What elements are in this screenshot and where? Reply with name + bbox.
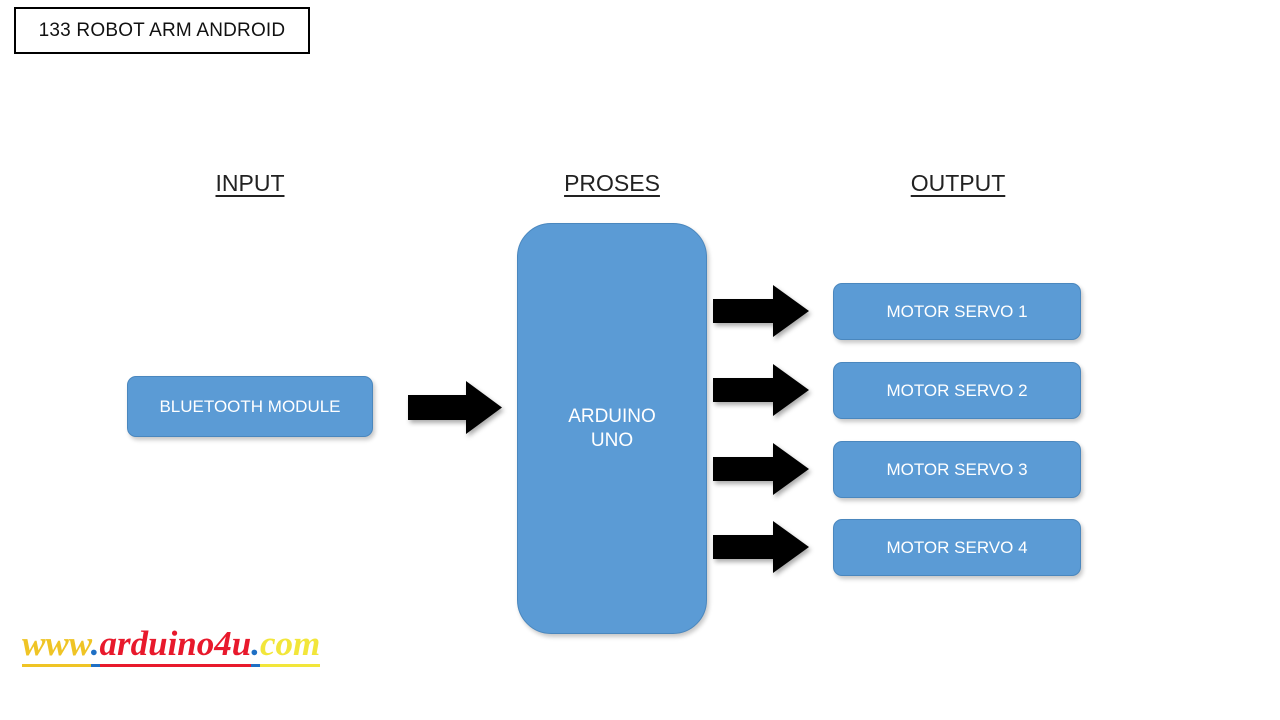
block-motor-servo-3: MOTOR SERVO 3 [833, 441, 1081, 498]
block-motor-servo-1: MOTOR SERVO 1 [833, 283, 1081, 340]
column-header-input: INPUT [215, 170, 285, 196]
right-arrow-icon [713, 364, 809, 416]
block-arduino-uno-label-line2: UNO [590, 429, 634, 451]
right-arrow-icon [713, 285, 809, 337]
watermark-part-www: www [22, 624, 91, 667]
block-motor-servo-2-label: MOTOR SERVO 2 [886, 380, 1028, 400]
block-bluetooth-module-label: BLUETOOTH MODULE [159, 396, 341, 416]
block-motor-servo-4-label: MOTOR SERVO 4 [886, 537, 1028, 557]
column-header-proses: PROSES [564, 170, 660, 196]
block-motor-servo-1-label: MOTOR SERVO 1 [886, 301, 1028, 321]
column-header-output: OUTPUT [910, 170, 1006, 196]
block-arduino-uno: ARDUINO UNO [517, 223, 707, 634]
page-title: 133 ROBOT ARM ANDROID [38, 19, 286, 41]
block-motor-servo-2: MOTOR SERVO 2 [833, 362, 1081, 419]
watermark: www.arduino4u.com [22, 624, 321, 667]
watermark-dot-1: . [90, 624, 100, 667]
right-arrow-icon [713, 521, 809, 573]
block-motor-servo-3-label: MOTOR SERVO 3 [886, 459, 1028, 479]
right-arrow-icon [713, 443, 809, 495]
watermark-part-tld: com [260, 624, 321, 667]
page-title-box: 133 ROBOT ARM ANDROID [14, 7, 310, 54]
block-motor-servo-4: MOTOR SERVO 4 [833, 519, 1081, 576]
watermark-dot-2: . [251, 624, 260, 667]
block-bluetooth-module: BLUETOOTH MODULE [127, 376, 373, 437]
right-arrow-icon [408, 381, 502, 434]
block-arduino-uno-label-line1: ARDUINO [568, 405, 656, 427]
watermark-part-domain: arduino4u [99, 624, 252, 667]
